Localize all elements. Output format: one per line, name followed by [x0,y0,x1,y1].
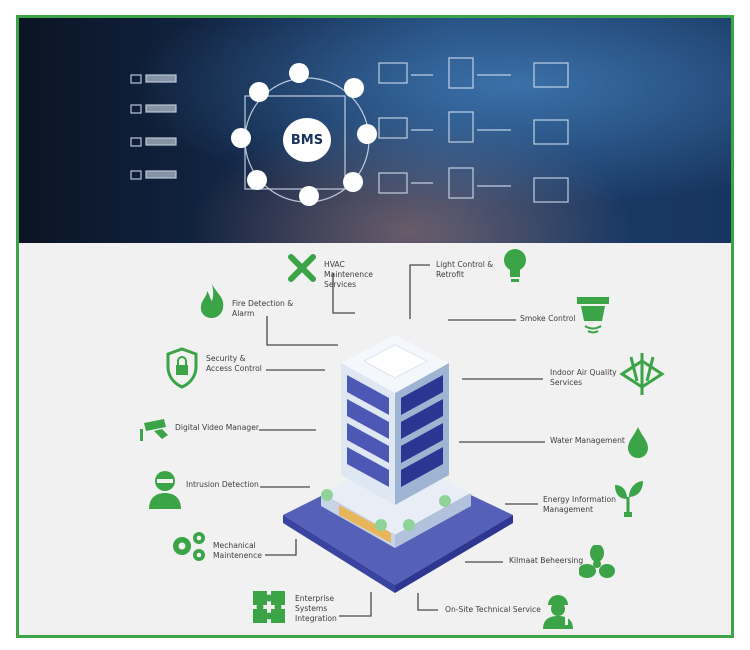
file-bars [130,74,177,180]
service-label-security: Security & Access Control [206,354,262,373]
building-and-connectors [259,264,545,617]
services-diagram: HVAC Maintenence Services Light Control … [19,243,731,635]
smoke-detector-icon [577,297,609,334]
connector-lines [259,264,545,617]
service-label-water: Water Management [550,436,625,445]
water-drop-icon [628,427,648,458]
wrench-screwdriver-icon [288,254,316,282]
service-label-energy: Energy Information Management [543,495,616,514]
gears-icon [173,532,205,561]
cctv-camera-icon [140,419,168,441]
building-illustration [283,335,513,593]
service-label-light-control: Light Control & Retrofit [436,260,494,279]
bms-hero-image: BMS [19,18,731,243]
lightbulb-icon [504,249,526,282]
fan-icon [579,545,615,578]
service-label-onsite: On-Site Technical Service [445,605,541,614]
shield-lock-icon [166,347,198,389]
folder-rows [378,57,569,203]
service-label-smoke-control: Smoke Control [520,314,576,323]
bms-ring-icons [231,63,377,206]
masked-person-icon [149,471,181,509]
service-label-klimaat: Kilmaat Beheersing [509,556,584,565]
service-label-video-manager: Digital Video Manager [175,423,260,432]
service-label-enterprise: Enterprise Systems Integration [295,594,337,623]
service-label-indoor-air: Indoor Air Quality Services [550,368,617,387]
plant-plug-icon [615,481,643,517]
infographic-frame: BMS [16,15,734,638]
technician-icon [543,595,573,629]
service-label-fire-detection: Fire Detection & Alarm [232,299,294,318]
service-label-mechanical: Mechanical Maintenence [213,541,262,560]
service-label-intrusion: Intrusion Detection [186,480,259,489]
bms-badge: BMS [283,118,331,162]
flame-icon [200,284,224,318]
air-flow-icon [619,353,665,395]
digital-network-overlay [130,57,569,206]
puzzle-icon [253,591,285,623]
service-label-hvac: HVAC Maintenence Services [324,260,373,289]
